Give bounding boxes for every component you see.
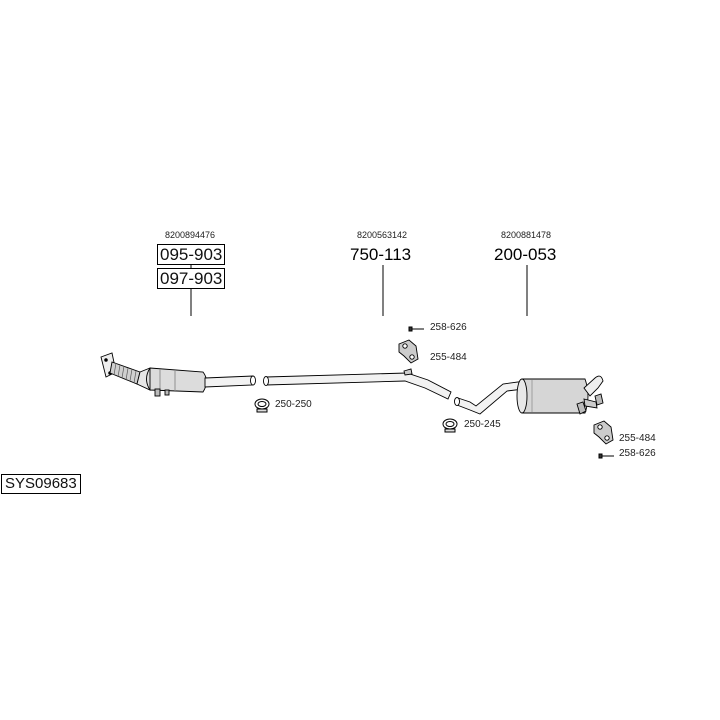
hanger-rear-label: 255-484 (619, 433, 656, 444)
front-pipe-icon (100, 352, 256, 397)
middle-pipe-icon (263, 368, 452, 400)
hanger-icon (593, 420, 614, 445)
rear-silencer-icon (454, 375, 604, 415)
bolt-top-label: 258-626 (430, 322, 467, 333)
rear-oem-number: 8200881478 (501, 230, 552, 240)
front-oem-number: 8200894476 (165, 230, 216, 240)
system-id: SYS09683 (1, 474, 81, 494)
front-part-code-2: 097-903 (157, 268, 226, 289)
hanger-icon (398, 339, 419, 364)
bolt-icon (598, 453, 614, 459)
front-part-code-1: 095-903 (157, 244, 226, 265)
clamp-front-label: 250-250 (275, 399, 312, 410)
middle-oem-number: 8200563142 (357, 230, 408, 240)
bolt-icon (408, 326, 424, 332)
rear-part-code: 200-053 (494, 245, 557, 264)
clamp-rear-label: 250-245 (464, 419, 501, 430)
clamp-icon (442, 418, 458, 433)
middle-part-code: 750-113 (350, 245, 412, 264)
clamp-icon (254, 398, 270, 413)
bolt-rear-label: 258-626 (619, 448, 656, 459)
hanger-top-label: 255-484 (430, 352, 467, 363)
